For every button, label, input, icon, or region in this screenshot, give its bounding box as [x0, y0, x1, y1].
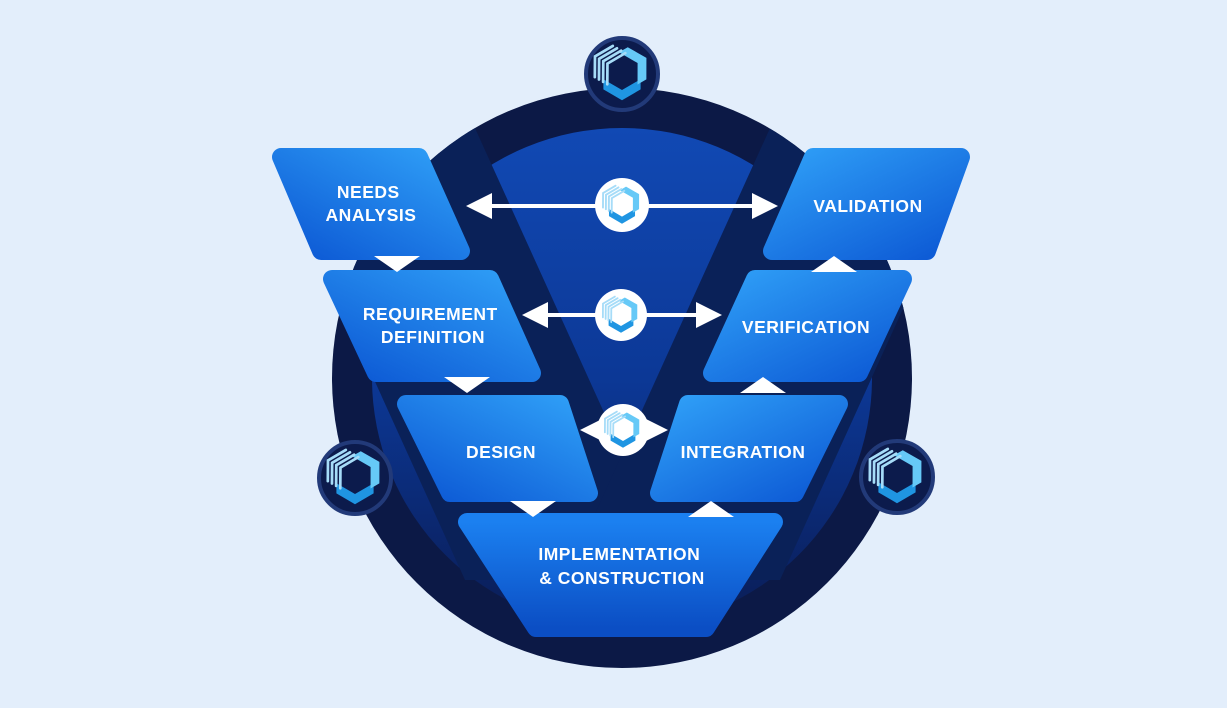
connector-triangle-up-1 [811, 256, 857, 272]
stage-label-design: DESIGN [466, 442, 536, 462]
arrow-hub-circle-1 [595, 178, 649, 232]
stage-block-implementation-construction [458, 513, 783, 637]
arrow-row-3 [580, 404, 668, 456]
arrowhead-right-1 [752, 193, 778, 219]
connector-triangle-down-2 [444, 377, 490, 393]
arrow-hub-circle-3 [597, 404, 649, 456]
arrowhead-right-3 [642, 417, 668, 443]
stage-label-integration: INTEGRATION [681, 442, 806, 462]
stage-label-implementation-construction: IMPLEMENTATION & CONSTRUCTION [538, 544, 705, 588]
connector-triangle-down-1 [374, 256, 420, 272]
arrow-row-1 [466, 178, 778, 232]
connector-triangle-down-3 [510, 501, 556, 517]
stage-block-requirement-definition [323, 270, 541, 382]
arrow-row-2 [522, 289, 722, 341]
stage-block-integration [650, 395, 848, 502]
arrowhead-left-1 [466, 193, 492, 219]
arrowhead-right-2 [696, 302, 722, 328]
stage-label-requirement-definition: REQUIREMENT DEFINITION [363, 304, 503, 347]
stage-label-validation: VALIDATION [813, 196, 922, 216]
connector-triangle-up-2 [740, 377, 786, 393]
stage-block-verification [703, 270, 912, 382]
badge-top [584, 36, 660, 112]
arrow-hub-circle-2 [595, 289, 647, 341]
badge-right [859, 439, 935, 515]
connector-triangle-up-3 [688, 501, 734, 517]
stage-block-design [397, 395, 598, 502]
arrowhead-left-2 [522, 302, 548, 328]
badge-left [317, 440, 393, 516]
stage-block-needs-analysis [272, 148, 470, 260]
stage-block-validation [763, 148, 970, 260]
stage-label-needs-analysis: NEEDS ANALYSIS [326, 182, 417, 225]
stage-label-verification: VERIFICATION [742, 317, 870, 337]
